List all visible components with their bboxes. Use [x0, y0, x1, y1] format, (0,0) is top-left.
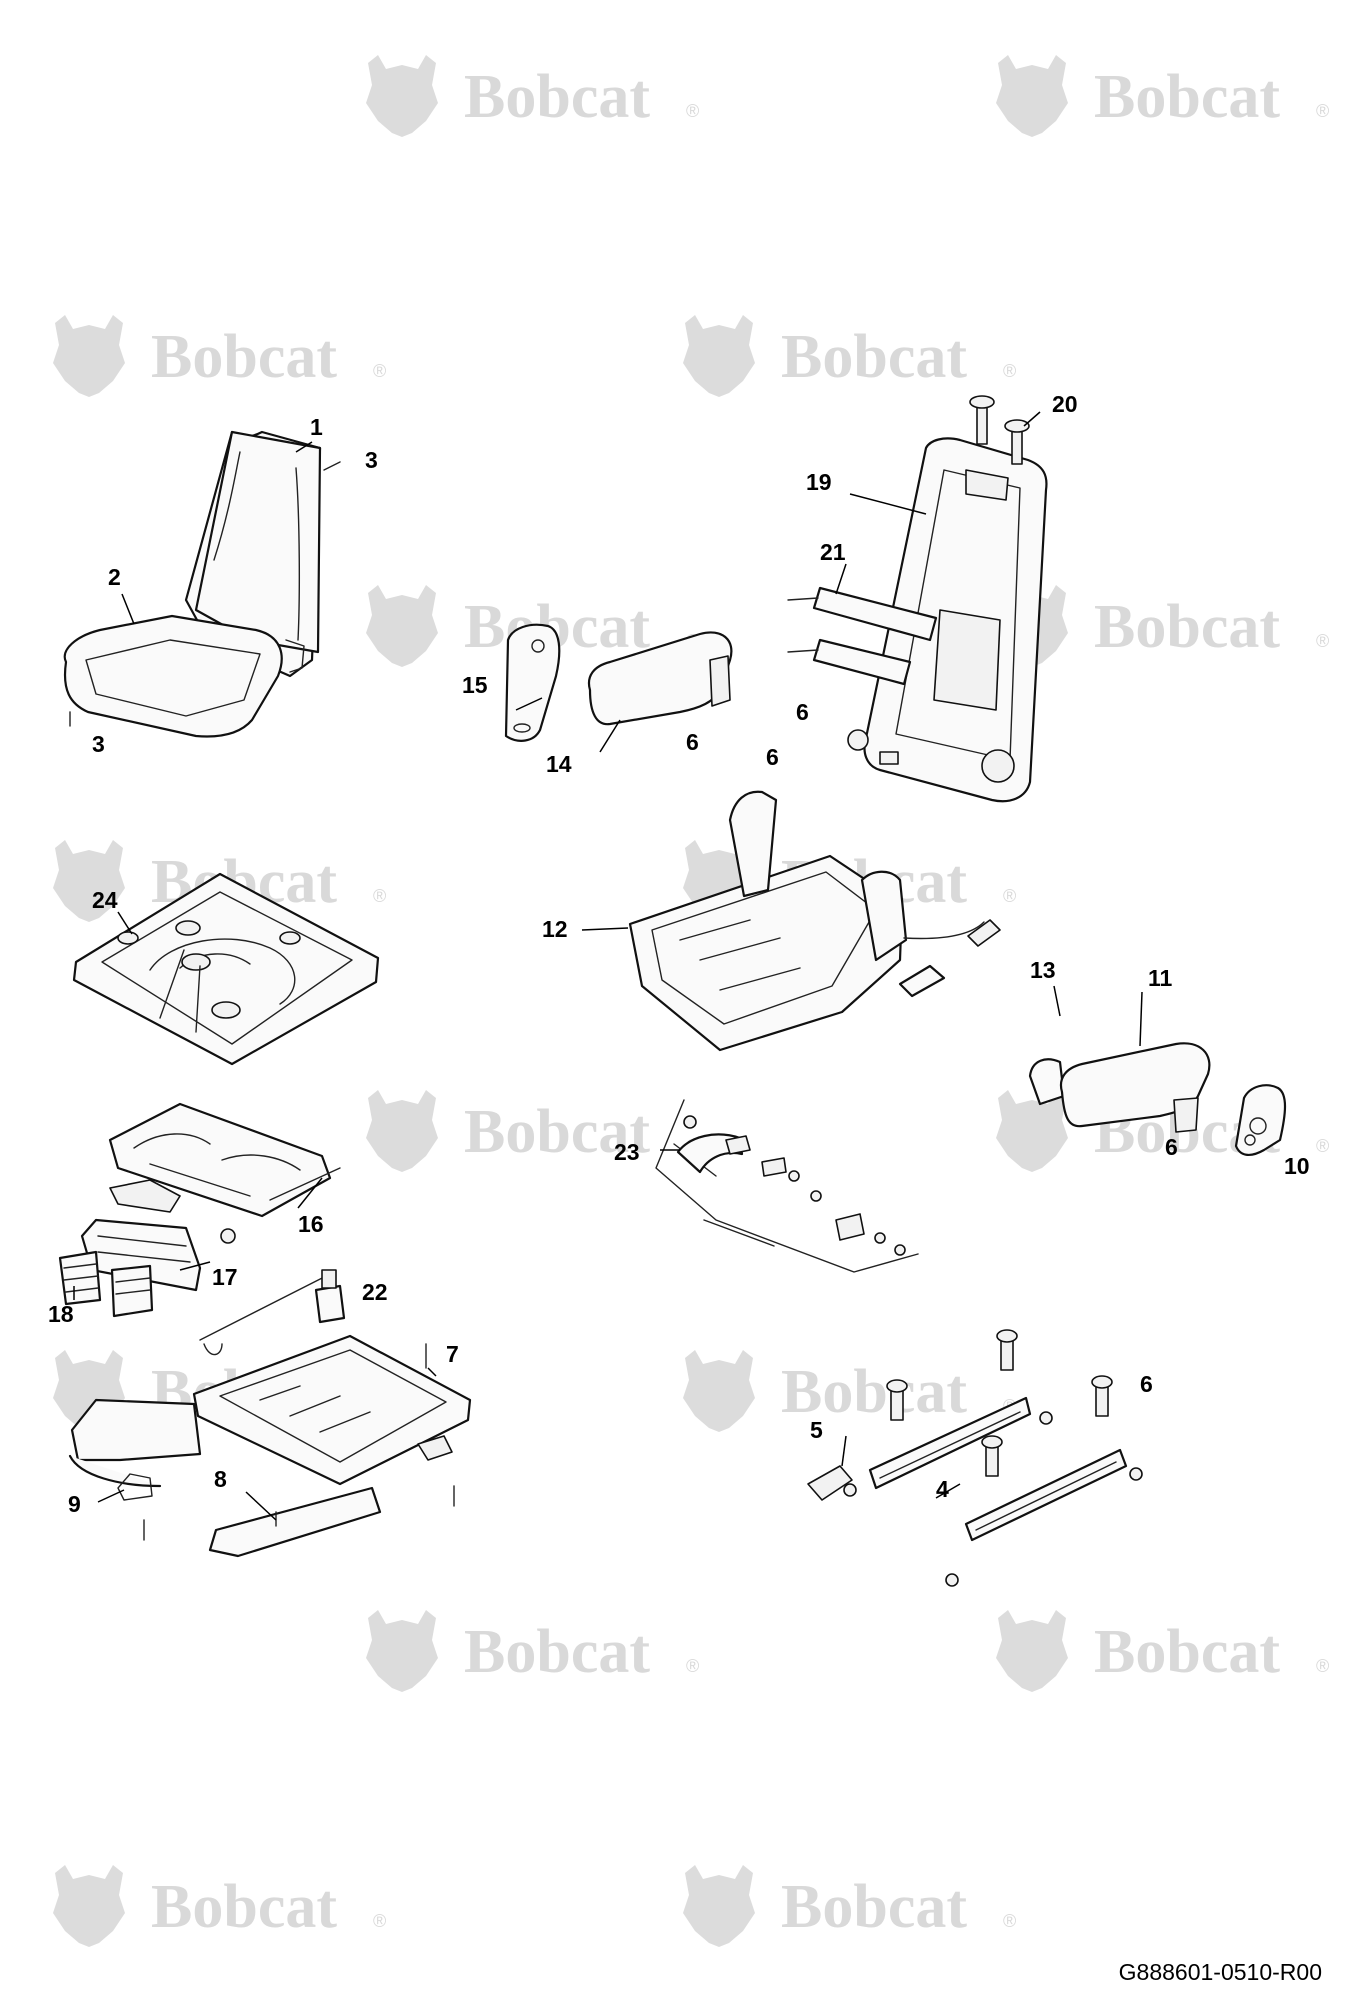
callout-6: 6: [1165, 1134, 1178, 1160]
callout-9: 9: [68, 1491, 81, 1517]
callout-4: 4: [936, 1476, 949, 1502]
callout-22: 22: [362, 1279, 388, 1305]
seat-cushion-assembly: [63, 430, 341, 738]
callout-3: 3: [365, 447, 378, 473]
swivel-plate: [72, 872, 380, 1066]
bellows-parts: [58, 1218, 236, 1318]
callout-6: 6: [1140, 1371, 1153, 1397]
callout-1: 1: [310, 414, 323, 440]
drawing-number: G888601-0510-R00: [1119, 1959, 1322, 1985]
callout-19: 19: [806, 469, 832, 495]
lower-frame: [68, 1334, 472, 1558]
callout-12: 12: [542, 916, 568, 942]
right-armrest: [1059, 1042, 1287, 1156]
leader-lines: [73, 411, 1143, 1521]
callout-24: 24: [92, 887, 118, 913]
slide-rails: [807, 1329, 1143, 1587]
callout-7: 7: [446, 1341, 459, 1367]
callout-16: 16: [298, 1211, 324, 1237]
seat-belt-kit: [655, 1099, 919, 1273]
tension-adjuster: [199, 1269, 346, 1356]
callout-13: 13: [1030, 957, 1056, 983]
callout-14: 14: [546, 751, 572, 777]
suspension-cover: [108, 1102, 341, 1218]
callout-6: 6: [796, 699, 809, 725]
callout-6: 6: [686, 729, 699, 755]
callout-8: 8: [214, 1466, 227, 1492]
callout-17: 17: [212, 1264, 238, 1290]
callout-20: 20: [1052, 391, 1078, 417]
backrest-frame: [787, 395, 1048, 803]
callout-3: 3: [92, 731, 105, 757]
callout-labels: 1 2 3 3 4 5 6 6 6 6 6 7 8 9 10 11 12 13 …: [48, 391, 1310, 1517]
callout-15: 15: [462, 672, 488, 698]
callout-11: 11: [1148, 965, 1173, 991]
callout-2: 2: [108, 564, 121, 590]
callout-6: 6: [766, 744, 779, 770]
callout-21: 21: [820, 539, 846, 565]
left-armrest: [504, 623, 733, 742]
base-frame: [628, 790, 1091, 1106]
callout-5: 5: [810, 1417, 823, 1443]
callout-18: 18: [48, 1301, 74, 1327]
callout-23: 23: [614, 1139, 640, 1165]
callout-10: 10: [1284, 1153, 1310, 1179]
